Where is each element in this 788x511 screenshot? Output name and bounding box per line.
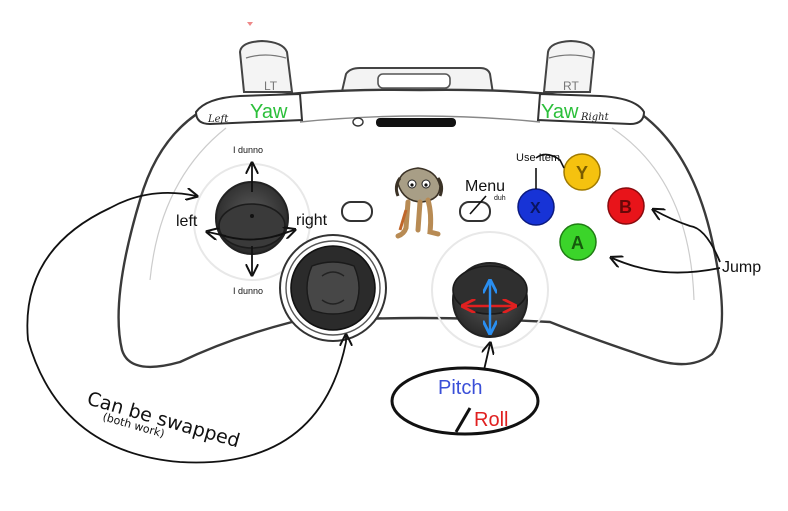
start-button	[459, 201, 491, 222]
button-x-letter: X	[530, 200, 541, 217]
use-item-pointer	[535, 153, 565, 169]
indicator-dot	[352, 117, 364, 127]
right-stick-arrows	[464, 282, 514, 332]
stick-down-label: I dunno	[233, 286, 263, 296]
button-y-letter: Y	[576, 163, 588, 183]
right-trigger	[542, 39, 596, 93]
left-bumper	[194, 92, 304, 126]
stick-right-label: right	[296, 212, 328, 229]
swap-curve	[26, 193, 346, 464]
pitch-label: Pitch	[438, 377, 482, 399]
right-bumper-note: Right	[580, 112, 610, 123]
face-buttons	[517, 153, 645, 261]
button-a-letter: A	[571, 233, 584, 253]
use-item-label: Use Item	[516, 152, 560, 164]
stick-left-label: left	[176, 213, 198, 230]
right-yaw-label: Yaw	[541, 101, 579, 123]
jump-label: Jump	[722, 259, 761, 276]
rt-label: RT	[563, 79, 579, 93]
guide-character	[394, 167, 444, 239]
pitch-roll-slash	[454, 407, 472, 433]
speck-mark	[247, 22, 253, 26]
button-b-letter: B	[619, 197, 632, 217]
d-pad	[279, 234, 387, 342]
jump-arrows	[612, 210, 721, 274]
left-trigger	[238, 39, 294, 93]
menu-note: duh	[494, 195, 506, 202]
button-b	[607, 187, 645, 225]
button-a	[559, 223, 597, 261]
lt-label: LT	[264, 79, 278, 93]
menu-label: Menu	[465, 178, 505, 195]
roll-label: Roll	[474, 409, 508, 431]
left-stick-arrows	[208, 164, 294, 274]
right-bumper	[536, 92, 646, 126]
menu-pointer	[469, 195, 487, 215]
speaker-slot	[376, 118, 456, 127]
button-y	[563, 153, 601, 191]
pitch-roll-oval	[390, 366, 540, 436]
pitch-roll-arrow	[484, 344, 490, 371]
stick-up-label: I dunno	[233, 145, 263, 155]
left-bumper-note: Left	[207, 114, 229, 125]
left-yaw-label: Yaw	[250, 101, 288, 123]
back-button	[341, 201, 373, 222]
